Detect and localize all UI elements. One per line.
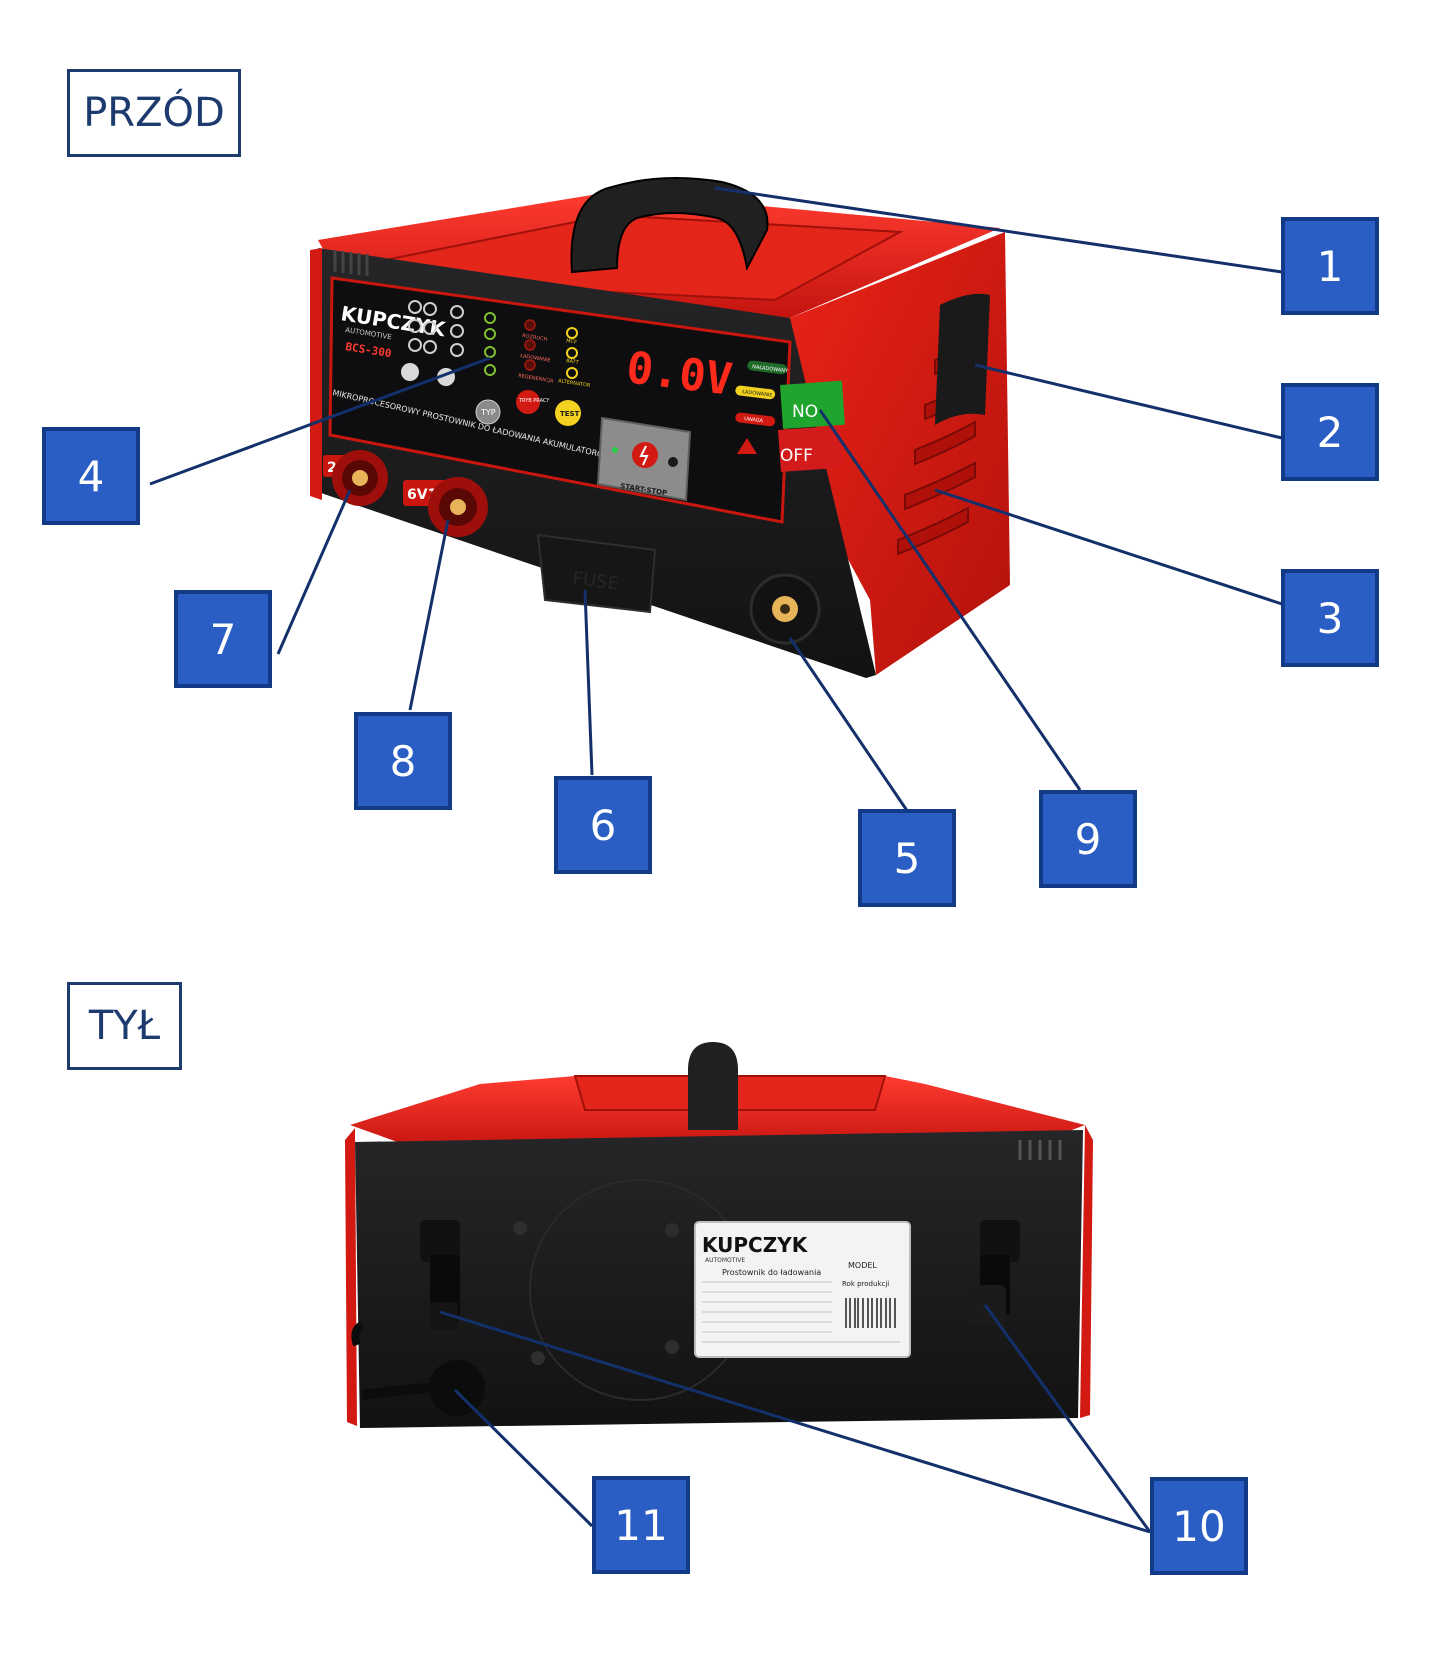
socket-6-12v: 6V12	[403, 477, 488, 537]
svg-text:Prostownik do ładowania: Prostownik do ładowania	[722, 1268, 821, 1277]
green-leds	[484, 312, 496, 376]
yellow-label-2: BATT	[566, 358, 580, 366]
callout-11: 11	[592, 1476, 690, 1574]
leader-3	[934, 488, 1283, 606]
leader-7	[276, 489, 352, 655]
yellow-label-3: ALTERNATOR	[558, 378, 592, 389]
mode-leds	[524, 319, 536, 371]
back-left-side	[345, 1128, 357, 1426]
mode-label-3: REGENERACJA	[518, 373, 555, 385]
callout-3: 3	[1281, 569, 1379, 667]
svg-text:TEST: TEST	[560, 410, 580, 418]
section-label-back: TYŁ	[67, 982, 182, 1070]
typ-button: TYP	[475, 399, 501, 425]
side-handle	[935, 293, 990, 425]
svg-text:TRYB PRACY: TRYB PRACY	[518, 398, 550, 404]
callout-4: 4	[42, 427, 140, 525]
start-stop-module: START-STOP	[596, 416, 692, 502]
leader-10a	[439, 1310, 1151, 1534]
leader-lines	[149, 186, 1283, 1534]
callout-8: 8	[354, 712, 452, 810]
carry-handle	[570, 177, 769, 274]
ground-socket	[749, 573, 821, 645]
leader-10b	[983, 1304, 1152, 1533]
status-lamps	[735, 360, 788, 454]
svg-text:MODEL: MODEL	[848, 1261, 877, 1270]
power-cord	[351, 1321, 485, 1416]
leader-4	[149, 356, 491, 486]
mode-label-1: ROZRUCH	[522, 333, 548, 343]
rating-plate: KUPCZYK AUTOMOTIVE Prostownik do ładowan…	[694, 1221, 911, 1358]
leader-11	[453, 1388, 594, 1528]
callout-1: 1	[1281, 217, 1379, 315]
leader-2	[974, 363, 1283, 440]
svg-text:NO: NO	[792, 402, 818, 422]
socket-24v: 24	[323, 450, 388, 506]
section-label-front: PRZÓD	[67, 69, 241, 157]
svg-text:KUPCZYK: KUPCZYK	[702, 1233, 809, 1257]
yellow-leds	[566, 327, 578, 379]
back-handle	[688, 1042, 738, 1130]
yellow-label-1: MCF	[566, 338, 578, 346]
back-vent	[1018, 1140, 1062, 1160]
back-device: KUPCZYK AUTOMOTIVE Prostownik do ładowan…	[345, 1042, 1093, 1428]
leader-1	[714, 186, 1283, 274]
callout-9: 9	[1039, 790, 1137, 888]
status-label-1: NAŁADOWANY	[752, 364, 789, 374]
callout-6: 6	[554, 776, 652, 874]
callout-5: 5	[858, 809, 956, 907]
front-left-strip	[310, 248, 322, 500]
back-screws	[513, 1221, 679, 1365]
tryb-pracy-button: TRYB PRACY	[516, 390, 550, 414]
leader-5	[788, 637, 912, 816]
front-device: KUPCZYK KUPCZYK AUTOMOTIVE BCS-300 MIKRO…	[310, 169, 1010, 678]
back-clip-right	[968, 1220, 1020, 1325]
power-switch: NO OFF	[778, 380, 845, 472]
callout-10: 10	[1150, 1477, 1248, 1575]
status-label-2: ŁADOWANIE	[741, 389, 773, 399]
fuse-box: FUSE	[536, 533, 657, 614]
test-button: TEST	[555, 400, 581, 426]
leader-8	[408, 519, 450, 711]
svg-text:AUTOMOTIVE: AUTOMOTIVE	[705, 1257, 745, 1264]
back-right-side	[1080, 1125, 1093, 1418]
mode-label-2: ŁADOWANIE	[519, 353, 551, 364]
barcode	[845, 1298, 896, 1328]
callout-7: 7	[174, 590, 272, 688]
svg-text:TYP: TYP	[480, 408, 496, 417]
callout-2: 2	[1281, 383, 1379, 481]
svg-text:OFF: OFF	[780, 446, 813, 466]
svg-text:Rok produkcji: Rok produkcji	[842, 1280, 889, 1288]
vent-grille	[333, 250, 369, 276]
leader-6	[583, 589, 594, 776]
leader-9	[818, 409, 1082, 791]
selector-knobs	[408, 300, 464, 357]
status-label-3: UWAGA	[744, 416, 764, 424]
